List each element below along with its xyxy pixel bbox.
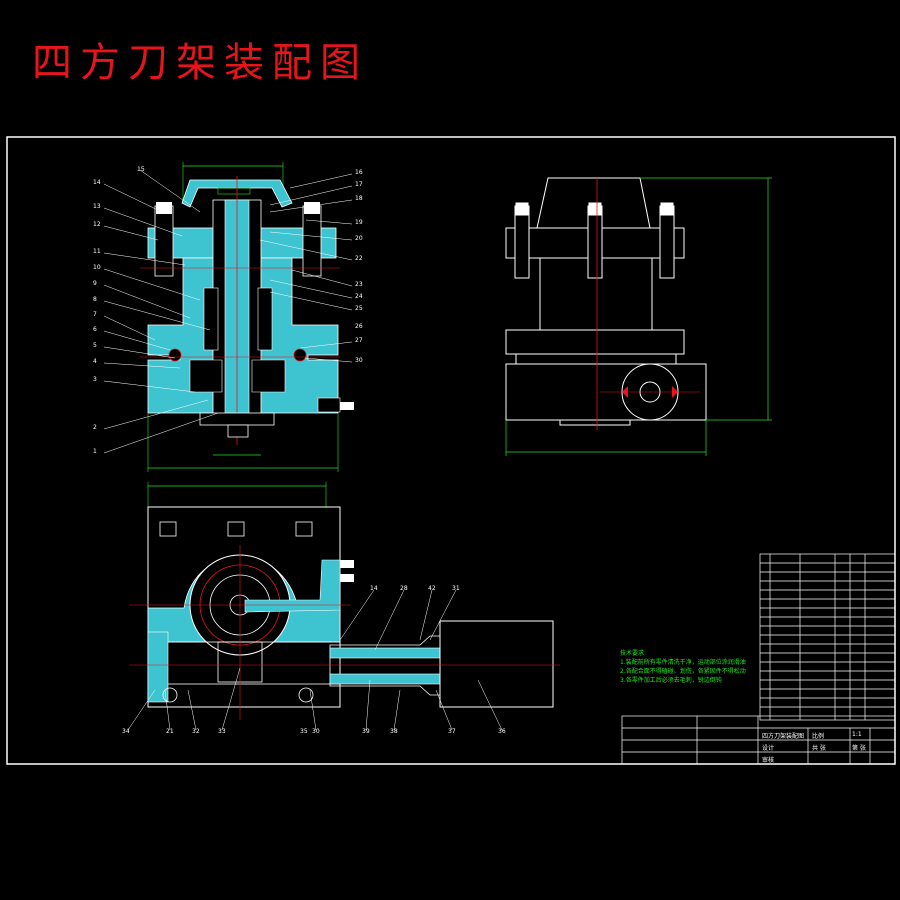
right-leaders xyxy=(259,173,353,363)
balloon-left: 8 xyxy=(93,296,97,303)
title-block-sheet-value: 第 张 xyxy=(852,745,866,752)
balloon-left: 11 xyxy=(93,248,101,255)
balloon-right: 24 xyxy=(355,293,363,300)
note-line-2: 2.各配合面不得磕碰、划伤，各紧固件不得松动 xyxy=(620,668,746,675)
balloon-left: 3 xyxy=(93,376,97,383)
balloon-right: 27 xyxy=(355,337,363,344)
balloon-left: 9 xyxy=(93,280,97,287)
plan-view xyxy=(130,482,560,720)
balloon-plan-top: 42 xyxy=(428,585,436,592)
balloon-bottom: 36 xyxy=(498,728,506,735)
balloon-left: 7 xyxy=(93,311,97,318)
balloon-right: 30 xyxy=(355,357,363,364)
title-block-scale-value: 1:1 xyxy=(852,731,862,738)
balloon-left: 2 xyxy=(93,424,97,431)
balloon-right: 26 xyxy=(355,323,363,330)
balloon-left: 12 xyxy=(93,221,101,228)
side-view-dimensions xyxy=(505,177,772,456)
balloon-right: 22 xyxy=(355,255,363,262)
balloon-left: 5 xyxy=(93,342,97,349)
balloon-left: 10 xyxy=(93,264,101,271)
technical-notes: 技术要求 1.装配前所有零件清洗干净，运动部位涂润滑油 2.各配合面不得磕碰、划… xyxy=(620,649,746,685)
balloon-left: 13 xyxy=(93,203,101,210)
notes-heading: 技术要求 xyxy=(620,650,645,657)
balloon-left: 4 xyxy=(93,358,97,365)
balloon-left: 14 xyxy=(93,179,101,186)
drawing-frame xyxy=(6,136,896,765)
balloon-left: 15 xyxy=(137,166,145,173)
title-block-sheet-label: 共 张 xyxy=(812,745,826,752)
title-block-design: 设计 xyxy=(762,745,775,752)
balloon-left: 1 xyxy=(93,448,97,455)
drawing-title: 四方刀架装配图 xyxy=(32,40,368,86)
balloon-right: 20 xyxy=(355,235,363,242)
balloon-bottom: 38 xyxy=(390,728,398,735)
side-view xyxy=(505,177,707,430)
balloon-right: 23 xyxy=(355,281,363,288)
balloon-plan-top: 14 xyxy=(370,585,378,592)
front-section-view xyxy=(140,162,354,472)
note-line-3: 3.各零件加工后必须去毛刺，锐边倒钝 xyxy=(620,677,722,684)
balloon-right: 19 xyxy=(355,219,363,226)
title-block-check: 审核 xyxy=(762,757,775,764)
plan-leaders xyxy=(127,589,503,731)
balloon-bottom: 30 xyxy=(312,728,320,735)
left-leaders xyxy=(103,169,219,454)
balloon-bottom: 39 xyxy=(362,728,370,735)
balloon-right: 16 xyxy=(355,169,363,176)
balloon-bottom: 21 xyxy=(166,728,174,735)
balloon-right: 18 xyxy=(355,195,363,202)
balloon-plan-top: 28 xyxy=(400,585,408,592)
balloon-right: 25 xyxy=(355,305,363,312)
title-block xyxy=(621,553,896,765)
balloon-bottom: 35 xyxy=(300,728,308,735)
balloons: 1415131211109876543211617181920222324252… xyxy=(93,166,506,735)
title-block-scale-label: 比例 xyxy=(812,733,825,740)
balloon-bottom: 33 xyxy=(218,728,226,735)
balloon-right: 17 xyxy=(355,181,363,188)
balloon-plan-top: 31 xyxy=(452,585,460,592)
title-block-drawing-name: 四方刀架装配图 xyxy=(762,733,805,740)
balloon-bottom: 34 xyxy=(122,728,130,735)
balloon-bottom: 37 xyxy=(448,728,456,735)
balloon-left: 6 xyxy=(93,326,97,333)
balloon-bottom: 32 xyxy=(192,728,200,735)
note-line-1: 1.装配前所有零件清洗干净，运动部位涂润滑油 xyxy=(620,659,746,666)
